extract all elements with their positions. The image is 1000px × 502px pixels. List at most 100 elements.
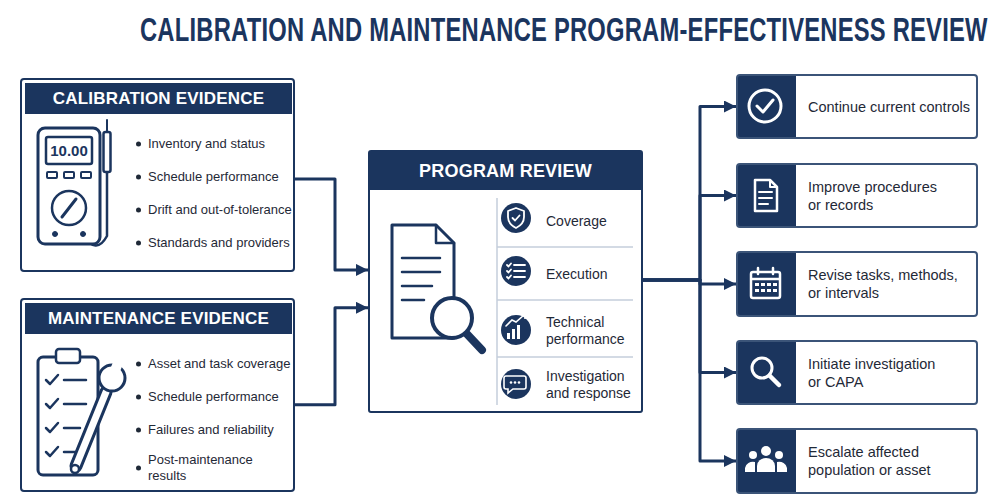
speech-dot (510, 381, 513, 384)
bullet-item: Failures and reliability (148, 419, 292, 441)
section-header: MAINTENANCE EVIDENCE (25, 303, 292, 334)
section-header: CALIBRATION EVIDENCE (25, 83, 292, 114)
review-criterion: Coverage (546, 203, 638, 239)
checklist-icon (501, 256, 531, 286)
document-line (759, 197, 772, 199)
review-criterion: Execution (546, 256, 638, 292)
list-line (64, 379, 86, 382)
meter-body (38, 128, 100, 244)
connector-group (295, 107, 736, 462)
divider-line (497, 246, 633, 248)
check-mark (46, 423, 58, 432)
document-line (402, 271, 440, 274)
procedure-document-icon (755, 180, 777, 211)
document-line (402, 299, 424, 302)
divider-line (497, 356, 633, 358)
check-circle (749, 90, 781, 122)
chart-icon (501, 314, 531, 345)
magnifier-handle (770, 376, 780, 386)
trend-arrow (520, 314, 525, 319)
clipboard-icon (38, 349, 98, 475)
chart-bar (507, 333, 510, 339)
check-mark (46, 375, 58, 384)
calendar-frame (751, 272, 780, 298)
magnifier-handle (466, 333, 482, 350)
calendar-cell (761, 283, 765, 286)
review-panel: PROGRAM REVIEWCoverageExecutionTechnical… (368, 150, 643, 413)
chart-bar (512, 329, 515, 339)
check-mark (507, 264, 511, 267)
calendar-grid (755, 283, 777, 292)
clipboard-clip (56, 349, 80, 363)
probe-pen (104, 132, 111, 172)
multimeter-icon (38, 120, 111, 246)
flow-arrow (643, 280, 736, 461)
icon-disc (501, 315, 531, 345)
check-mark (507, 276, 511, 279)
check-mark (46, 399, 58, 408)
meter-button (81, 172, 91, 178)
document-line (759, 203, 768, 205)
calendar-cell (761, 289, 765, 292)
document-search-icon (392, 225, 482, 350)
person-head (775, 451, 783, 459)
shield-outline (508, 208, 524, 228)
outcome-box: Continue current controls (736, 74, 978, 139)
review-criterion: Technical performance (546, 310, 638, 352)
meter-port (53, 232, 58, 237)
person-body (777, 462, 787, 472)
calendar-cell (767, 289, 771, 292)
calendar-ring (772, 268, 775, 274)
evidence-panel: MAINTENANCE EVIDENCE Asset and task cover… (20, 298, 295, 492)
icon-disc (501, 369, 531, 399)
meter-dial (52, 191, 86, 225)
list-line (514, 270, 525, 272)
review-dividers (497, 198, 633, 405)
document-sheet (392, 225, 454, 338)
outcome-box: Escalate affected population or asset (736, 428, 978, 494)
speech-dot (514, 381, 517, 384)
calendar-cell (755, 283, 759, 286)
bullet-item: Asset and task coverage (148, 353, 292, 375)
person-head (749, 451, 757, 459)
probe-lead (83, 172, 107, 246)
dial-pointer (62, 199, 76, 217)
flow-arrow (643, 280, 736, 373)
speech-dot (518, 381, 521, 384)
speech-icon (501, 369, 531, 399)
flow-arrow (295, 308, 368, 405)
check-circle-icon (749, 90, 781, 122)
outcome-box: Initiate investigation or CAPA (736, 340, 978, 405)
person-head (761, 446, 771, 456)
bullet-item: Post-maintenance results (148, 452, 292, 484)
meter-port (81, 232, 86, 237)
magnifier-lens (752, 358, 772, 378)
check-mark (46, 447, 58, 456)
bullet-item: Schedule performance (148, 166, 292, 188)
wrench-handle (76, 392, 106, 466)
bullet-item: Inventory and status (148, 133, 292, 155)
icon-disc (501, 203, 531, 233)
document-fold (436, 225, 454, 243)
clipboard-board (38, 357, 98, 475)
bullet-item: Schedule performance (148, 386, 292, 408)
calendar-ring (757, 268, 760, 274)
outcome-text: Improve procedures or records (808, 165, 948, 226)
document-line (402, 257, 440, 260)
wrench-hole (71, 465, 79, 473)
divider-line (497, 299, 633, 301)
search-icon (752, 358, 779, 385)
divider-line (496, 198, 498, 405)
outcome-text: Initiate investigation or CAPA (808, 342, 948, 403)
trend-line (506, 315, 524, 326)
outcome-text: Escalate affected population or asset (808, 430, 974, 492)
wrench-jaw-gap (108, 358, 124, 378)
calendar-cell (755, 289, 759, 292)
list-line (514, 264, 525, 266)
person-body (745, 462, 755, 472)
flow-arrow (643, 107, 736, 280)
shield-check (513, 216, 520, 221)
check-mark (757, 100, 773, 112)
